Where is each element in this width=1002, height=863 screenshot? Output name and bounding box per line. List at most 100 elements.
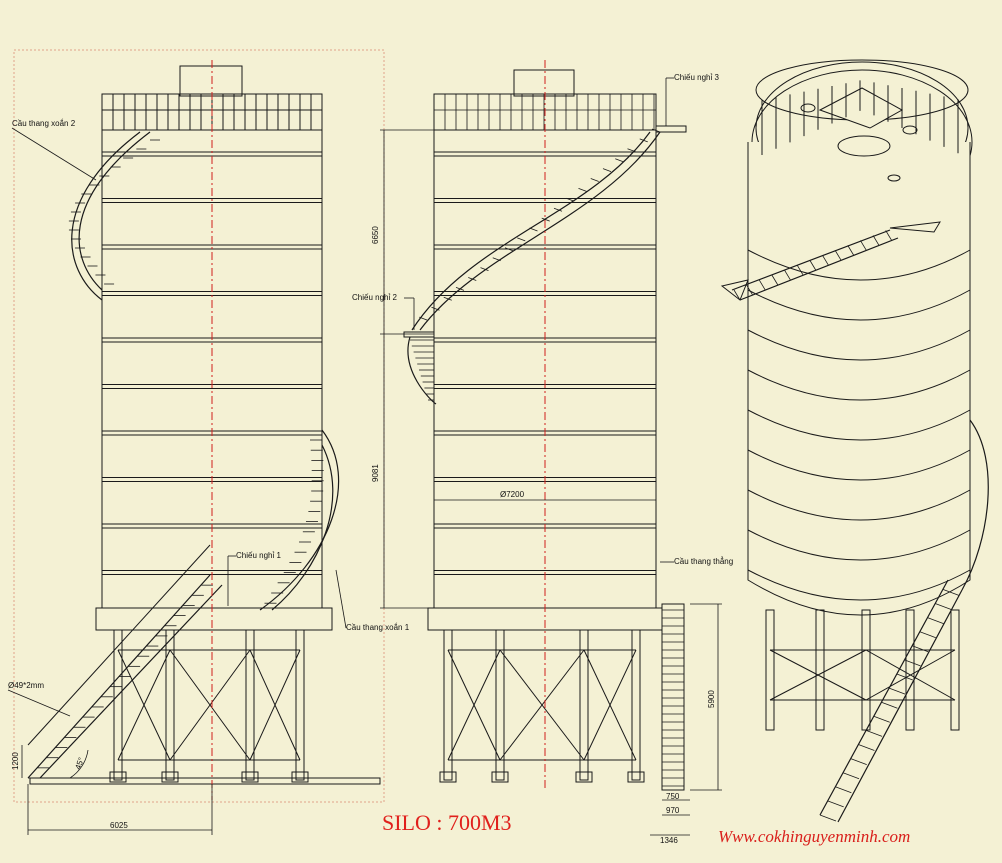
stair-tread [834, 250, 842, 261]
iso-ring [747, 329, 971, 361]
stair-tread [847, 245, 855, 256]
left-elevation-view [27, 65, 381, 785]
iso-ring [747, 369, 971, 401]
dim-upper-height: 6650 [371, 226, 380, 244]
spiral-tread [566, 197, 575, 202]
spiral-tread [419, 316, 428, 321]
stair-tread [771, 274, 779, 286]
label-spiral-stair-1: Cầu thang xoắn 1 [346, 623, 410, 632]
dim-horizontal-run: 6025 [110, 821, 128, 830]
iso-ring [747, 449, 971, 481]
dim-stair-width-1: 750 [666, 792, 680, 801]
iso-ring [747, 289, 971, 321]
iso-ring [747, 249, 971, 281]
spiral-tread [541, 217, 550, 222]
support-leg [113, 629, 123, 781]
dim-stair-height: 5900 [707, 690, 716, 708]
support-leg [579, 629, 589, 781]
dimension-lines [21, 129, 722, 836]
ladder-rung [935, 603, 952, 610]
cross-brace [169, 649, 251, 761]
iso-leg [815, 609, 825, 731]
stair-tread [822, 255, 829, 266]
ladder-rung [896, 673, 913, 681]
stair-tread [784, 269, 791, 281]
label-pipe: Ø49*2mm [8, 681, 44, 690]
stair-tread [746, 284, 753, 296]
leg-foot [439, 771, 457, 783]
label-landing-2: Chiếu nghỉ 2 [352, 293, 397, 302]
ladder-rung [942, 589, 960, 596]
leg-foot [491, 771, 509, 783]
stair-tread [733, 289, 741, 301]
dim-base-height: 1200 [11, 752, 20, 770]
spiral-tread [639, 138, 648, 143]
cross-brace [117, 649, 171, 761]
spiral-tread [651, 128, 661, 133]
ladder-rung [912, 645, 929, 653]
ladder-rung [919, 631, 936, 639]
spiral-tread [431, 306, 440, 311]
spiral-tread [553, 207, 563, 212]
leg-foot [627, 771, 645, 783]
spiral-tread [492, 257, 501, 262]
leg-foot [161, 771, 179, 783]
ladder-rung [819, 814, 837, 822]
cross-brace [447, 649, 501, 761]
ladder-rung [850, 758, 867, 765]
iso-leg [905, 609, 915, 731]
iso-ring [747, 569, 971, 601]
spiral-tread [480, 267, 489, 271]
spiral-tread [615, 158, 624, 163]
support-leg [495, 629, 505, 781]
iso-ring [747, 489, 971, 521]
ladder-rung [881, 701, 898, 709]
leg-foot [291, 771, 309, 783]
spiral-tread [590, 178, 599, 182]
stair-tread [796, 264, 804, 276]
dim-stair-width-3: 1346 [660, 836, 678, 845]
leg-foot [575, 771, 593, 783]
cross-brace [249, 649, 301, 761]
label-straight-stair: Cầu thang thẳng [674, 557, 733, 566]
ladder-rung [904, 659, 921, 667]
dim-lower-height: 9081 [371, 464, 380, 482]
ladder-rung [827, 800, 844, 808]
spiral-tread [529, 227, 538, 232]
spiral-tread [517, 237, 526, 242]
label-landing-3: Chiếu nghỉ 3 [674, 73, 719, 82]
dim-stair-width-2: 970 [666, 806, 680, 815]
support-leg [165, 629, 175, 781]
spiral-tread [443, 296, 452, 301]
ladder-rung [873, 715, 890, 723]
stair-tread [809, 260, 817, 271]
label-spiral-stair-2: Cầu thang xoắn 2 [12, 119, 76, 128]
leg-foot [241, 771, 259, 783]
support-leg [295, 629, 305, 781]
spiral-tread [504, 247, 514, 252]
ladder-rung [865, 730, 883, 737]
iso-bracing [769, 649, 956, 701]
iso-leg [861, 609, 871, 731]
stair-tread [872, 235, 880, 246]
stair-tread [758, 279, 766, 291]
spiral-tread [627, 148, 636, 153]
label-angle: 45° [73, 756, 86, 770]
ladder-rung [858, 744, 875, 751]
label-diameter: Ø7200 [500, 490, 525, 499]
iso-ring [747, 409, 971, 441]
leg-foot [109, 771, 127, 783]
stair-tread [885, 230, 893, 241]
spiral-tread [468, 277, 477, 281]
cross-brace [583, 649, 637, 761]
website-url: Www.cokhinguyenminh.com [718, 827, 910, 846]
ladder-rung [835, 786, 852, 794]
spiral-tread [602, 168, 612, 172]
iso-ring [747, 529, 971, 561]
iso-leg [765, 609, 775, 731]
ladder-rung [927, 617, 944, 624]
label-landing-1: Chiếu nghỉ 1 [236, 551, 281, 560]
isometric-view [720, 59, 989, 823]
